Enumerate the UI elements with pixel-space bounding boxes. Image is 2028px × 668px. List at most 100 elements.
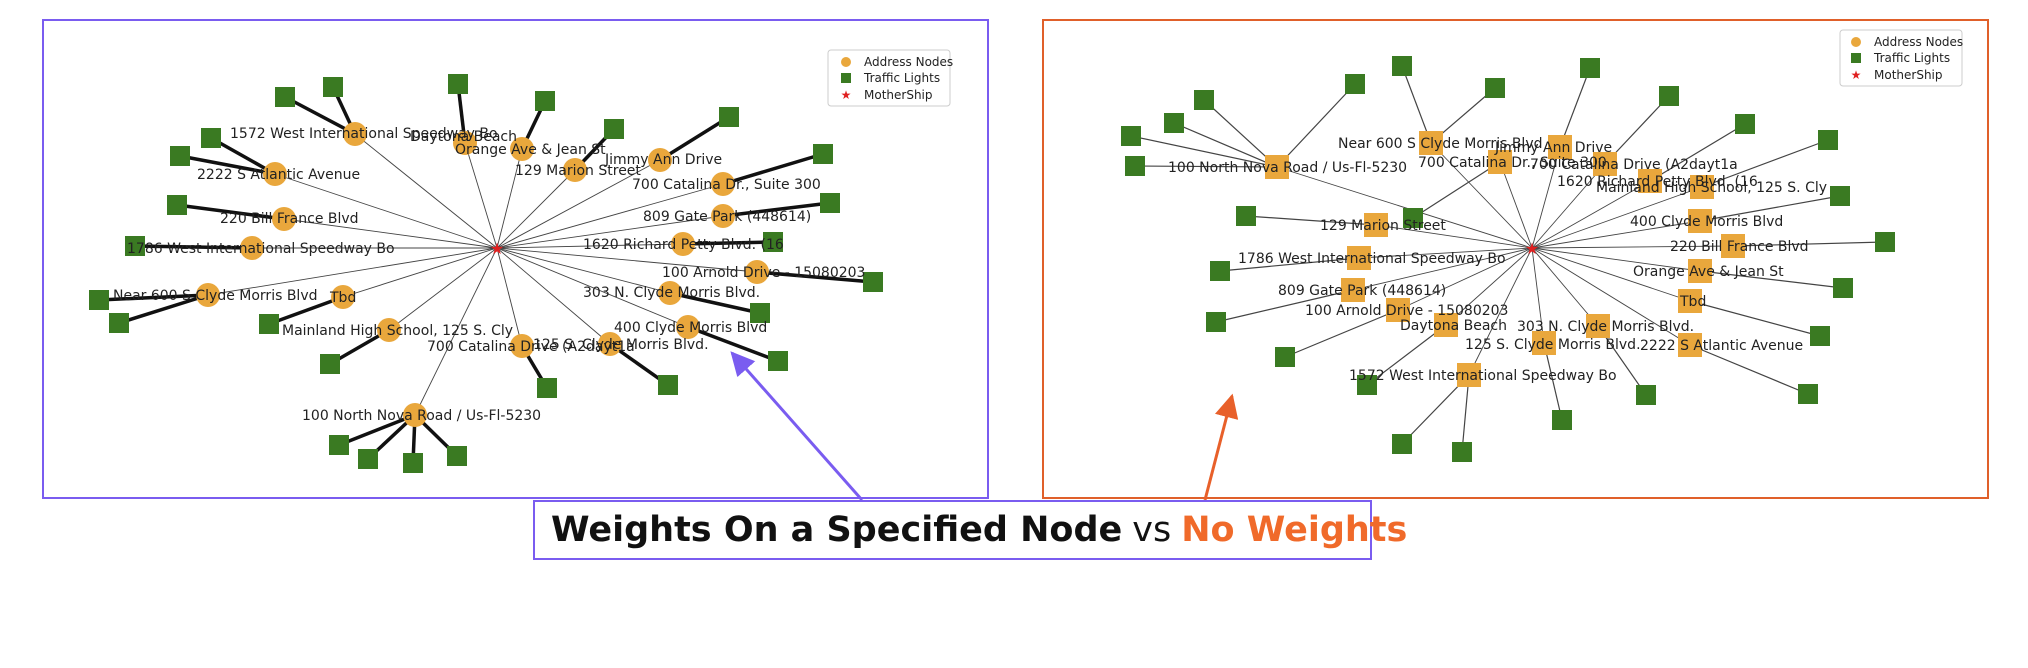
right-address-node xyxy=(1265,155,1289,179)
right-edge-node-light xyxy=(1401,65,1432,144)
left-node-label: Tbd xyxy=(329,290,356,306)
left-legend-address-icon xyxy=(841,57,851,67)
right-address-node xyxy=(1419,131,1443,155)
left-edge-hub-node xyxy=(496,243,684,249)
right-edge-hub-node xyxy=(1531,163,1606,249)
right-address-node xyxy=(1341,278,1365,302)
right-address-node xyxy=(1386,298,1410,322)
right-address-node xyxy=(1457,363,1481,387)
right-node-label: 400 Clyde Morris Blvd xyxy=(1630,214,1783,230)
left-address-node xyxy=(563,158,587,182)
right-legend-mothership-label: MotherShip xyxy=(1874,68,1943,82)
left-address-node xyxy=(453,131,477,155)
left-legend: Address Nodes Traffic Lights ★ MotherShi… xyxy=(827,49,953,107)
left-traffic-light xyxy=(320,354,340,374)
right-edge-hub-node xyxy=(1531,146,1561,249)
left-edge-node-light xyxy=(134,244,253,250)
left-node-label: 100 North Nova Road / Us-Fl-5230 xyxy=(302,408,541,424)
right-edge-node-light xyxy=(1649,123,1746,182)
left-node-label: Orange Ave & Jean St xyxy=(455,142,606,158)
right-legend-address-label: Address Nodes xyxy=(1874,35,1963,49)
right-edge-hub-node xyxy=(1375,224,1533,249)
right-traffic-light xyxy=(1403,208,1423,228)
right-traffic-light xyxy=(1236,206,1256,226)
left-node-label: 809 Gate Park (448614) xyxy=(643,209,811,225)
right-edge-hub-node xyxy=(1531,247,1691,346)
right-traffic-light xyxy=(1452,442,1472,462)
right-edges xyxy=(1130,65,1886,453)
left-node-label: 125 S. Clyde Morris Blvd. xyxy=(533,337,709,353)
left-edge-node-light xyxy=(118,293,209,325)
caption-no-weights-text: No Weights xyxy=(1181,510,1408,550)
right-traffic-light xyxy=(1357,375,1377,395)
left-edge-node-light xyxy=(687,325,779,363)
left-edge-node-light xyxy=(682,240,774,246)
right-edge-hub-node xyxy=(1276,166,1533,249)
right-address-node xyxy=(1548,135,1572,159)
right-edge-hub-node xyxy=(1531,247,1691,302)
right-legend-traffic-label: Traffic Lights xyxy=(1873,51,1950,65)
right-node-label: 1572 West International Speedway Bo xyxy=(1349,368,1617,384)
left-traffic-light xyxy=(763,232,783,252)
left-address-node xyxy=(671,232,695,256)
right-traffic-light xyxy=(1125,156,1145,176)
left-legend-mothership-label: MotherShip xyxy=(864,88,933,102)
right-edge-node-light xyxy=(1543,342,1563,421)
caption-weights-text: Weights On a Specified Node xyxy=(551,510,1123,550)
left-edge-node-light xyxy=(179,154,276,176)
right-edge-node-light xyxy=(1701,139,1829,188)
right-edge-node-light xyxy=(1203,99,1278,168)
right-address-node xyxy=(1593,152,1617,176)
left-address-node xyxy=(343,122,367,146)
caption-vs-text: vs xyxy=(1132,510,1172,550)
left-mothership-star-icon: ★ xyxy=(490,239,504,258)
right-node-label: 303 N. Clyde Morris Blvd. xyxy=(1517,319,1694,335)
right-edge-hub-node xyxy=(1468,247,1533,376)
right-node-label: 1786 West International Speedway Bo xyxy=(1238,251,1506,267)
left-address-node xyxy=(272,207,296,231)
left-node-label: 220 Bill France Blvd xyxy=(220,211,359,227)
right-legend-traffic-icon xyxy=(1851,53,1861,63)
left-edge-hub-node xyxy=(496,215,724,249)
right-traffic-light xyxy=(1206,312,1226,332)
left-edge-node-light xyxy=(98,293,209,302)
right-traffic-light xyxy=(1164,113,1184,133)
right-edge-hub-node xyxy=(1430,142,1533,249)
left-node-label: 1572 West International Speedway Bo xyxy=(230,126,498,142)
right-legend: Address Nodes Traffic Lights ★ MotherShi… xyxy=(1839,29,1963,87)
right-node-label: Tbd xyxy=(1679,294,1706,310)
left-node-label: 1620 Richard Petty Blvd. (16 xyxy=(583,237,784,253)
right-node-label: 220 Bill France Blvd xyxy=(1670,239,1809,255)
left-pointer-arrow xyxy=(730,351,864,501)
left-node-label: 2222 S Atlantic Avenue xyxy=(197,167,360,183)
left-traffic-light xyxy=(537,378,557,398)
left-edge-node-light xyxy=(669,291,761,315)
right-edge-hub-node xyxy=(1531,247,1701,272)
right-address-node xyxy=(1434,313,1458,337)
right-legend-address-icon xyxy=(1851,37,1861,47)
right-edge-hub-node xyxy=(1445,247,1533,326)
left-traffic-light xyxy=(604,119,624,139)
left-edge-hub-node xyxy=(388,247,498,331)
left-address-node xyxy=(403,403,427,427)
left-panel-frame xyxy=(42,19,989,499)
left-traffic-light xyxy=(109,313,129,333)
right-edge-hub-node xyxy=(1531,245,1734,249)
left-edge-hub-node xyxy=(496,183,724,249)
right-traffic-light xyxy=(1833,278,1853,298)
left-address-node xyxy=(240,236,264,260)
left-edge-hub-node xyxy=(274,173,498,249)
right-node-label: 125 S. Clyde Morris Blvd. xyxy=(1465,337,1641,353)
left-edge-node-light xyxy=(659,115,730,162)
left-edge-node-light xyxy=(722,152,824,186)
right-traffic-light xyxy=(1210,261,1230,281)
left-address-nodes xyxy=(196,122,769,427)
left-traffic-light xyxy=(658,375,678,395)
left-edge-node-light xyxy=(210,136,276,176)
left-edge-hub-node xyxy=(496,247,758,273)
right-edge-hub-node xyxy=(1352,247,1533,291)
left-address-node xyxy=(510,334,534,358)
right-edge-node-light xyxy=(1215,289,1354,323)
right-legend-mothership-icon: ★ xyxy=(1851,68,1862,82)
